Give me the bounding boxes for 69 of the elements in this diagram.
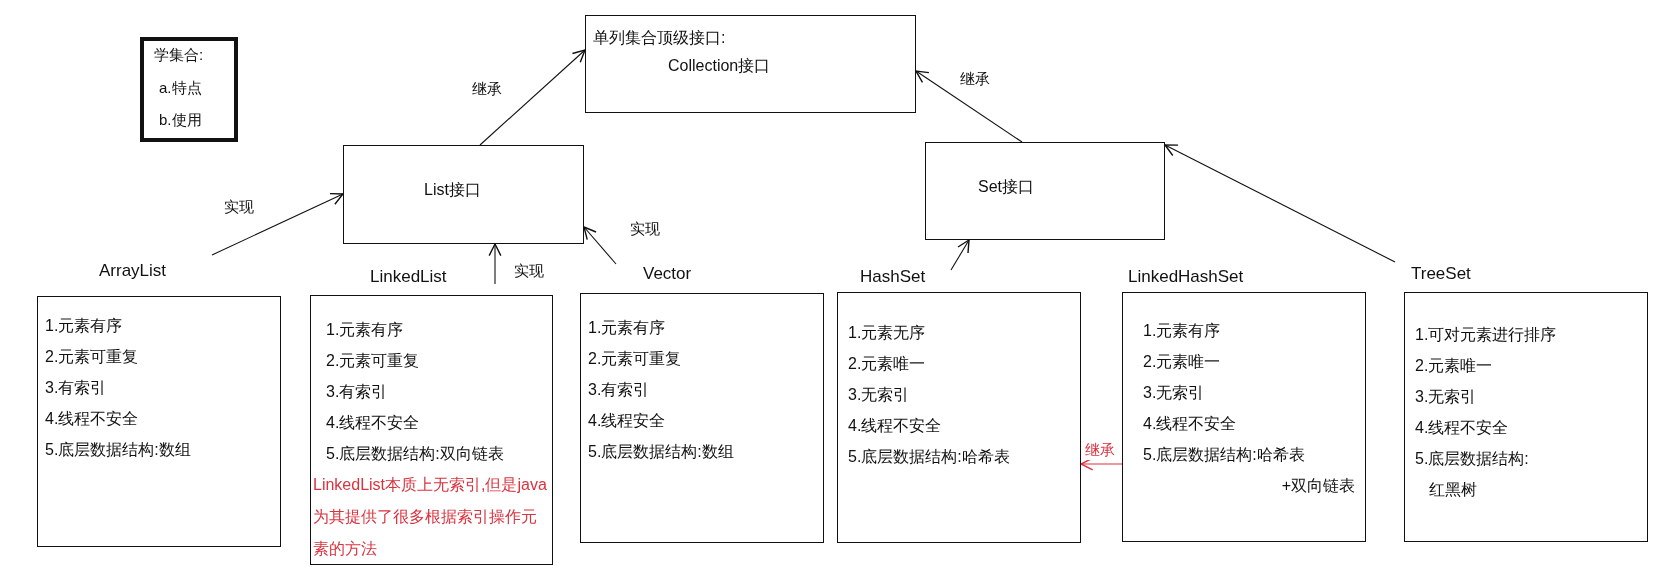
box-heading: 单列集合顶级接口: [593,28,726,48]
box-text: 2.元素可重复 [326,351,421,371]
class-box [310,295,553,565]
edge-label: 实现 [512,262,546,281]
edge-label: 实现 [222,198,256,217]
box-text: 1.元素有序 [588,318,667,338]
box-text: 4.线程安全 [588,411,667,431]
box-text: 1.元素有序 [326,320,405,340]
box-text: 5.底层数据结构:哈希表 [848,447,1011,467]
box-text: 4.线程不安全 [848,416,943,436]
arrow [950,239,970,271]
box-text: 2.元素可重复 [45,347,140,367]
box-text: 2.元素唯一 [848,354,927,374]
class-name: LinkedHashSet [1128,267,1244,287]
box-text: 3.无索引 [1415,387,1478,407]
interface-box [925,142,1165,240]
interface-box [585,15,916,113]
box-text: List接口 [424,180,481,200]
box-text: 3.有索引 [326,382,389,402]
box-text: Collection接口 [668,56,771,76]
box-text: 1.元素无序 [848,323,927,343]
box-text: 5.底层数据结构:双向链表 [326,444,505,464]
edge-label: 实现 [628,220,662,239]
arrow [583,226,617,265]
box-text: 3.有索引 [45,378,108,398]
edge-label: 继承 [470,80,504,99]
box-text: Set接口 [978,177,1034,197]
box-text: 5.底层数据结构: [1415,449,1530,469]
box-text: 4.线程不安全 [1143,414,1238,434]
arrow [488,243,502,285]
box-text: 3.无索引 [1143,383,1206,403]
box-text: 红黑树 [1429,480,1478,500]
class-box [580,293,824,543]
box-text: 4.线程不安全 [1415,418,1510,438]
box-text: 3.无索引 [848,385,911,405]
edge-label: 继承 [1083,441,1117,460]
box-text: 2.元素唯一 [1415,356,1494,376]
note-text: b.使用 [159,111,202,130]
interface-box [343,145,584,244]
note-text: 学集合: [154,46,204,65]
box-text: 5.底层数据结构:哈希表 [1143,445,1306,465]
box-text: +双向链表 [1281,476,1355,496]
arrow [1164,144,1396,263]
box-text: 4.线程不安全 [45,409,140,429]
arrow [479,49,586,146]
class-name: TreeSet [1411,264,1471,284]
class-name: Vector [643,264,692,284]
arrow [915,70,1023,143]
box-text: 2.元素可重复 [588,349,683,369]
box-text: 2.元素唯一 [1143,352,1222,372]
edge-label: 继承 [958,70,992,89]
class-name: ArrayList [99,261,167,281]
class-box [37,296,281,547]
note-text: a.特点 [159,79,202,98]
box-text: 4.线程不安全 [326,413,421,433]
box-text: 1.可对元素进行排序 [1415,325,1558,345]
arrow [211,192,344,256]
class-name: HashSet [860,267,926,287]
box-text: 5.底层数据结构:数组 [588,442,735,462]
note-text: LinkedList本质上无索引,但是java为其提供了很多根据索引操作元素的方法 [313,475,548,559]
box-text: 1.元素有序 [45,316,124,336]
class-box [1404,292,1648,542]
class-box [837,292,1081,543]
note-box [140,37,238,142]
box-text: 1.元素有序 [1143,321,1222,341]
class-box [1122,292,1366,542]
class-name: LinkedList [370,267,447,287]
box-text: 3.有索引 [588,380,651,400]
box-text: 5.底层数据结构:数组 [45,440,192,460]
